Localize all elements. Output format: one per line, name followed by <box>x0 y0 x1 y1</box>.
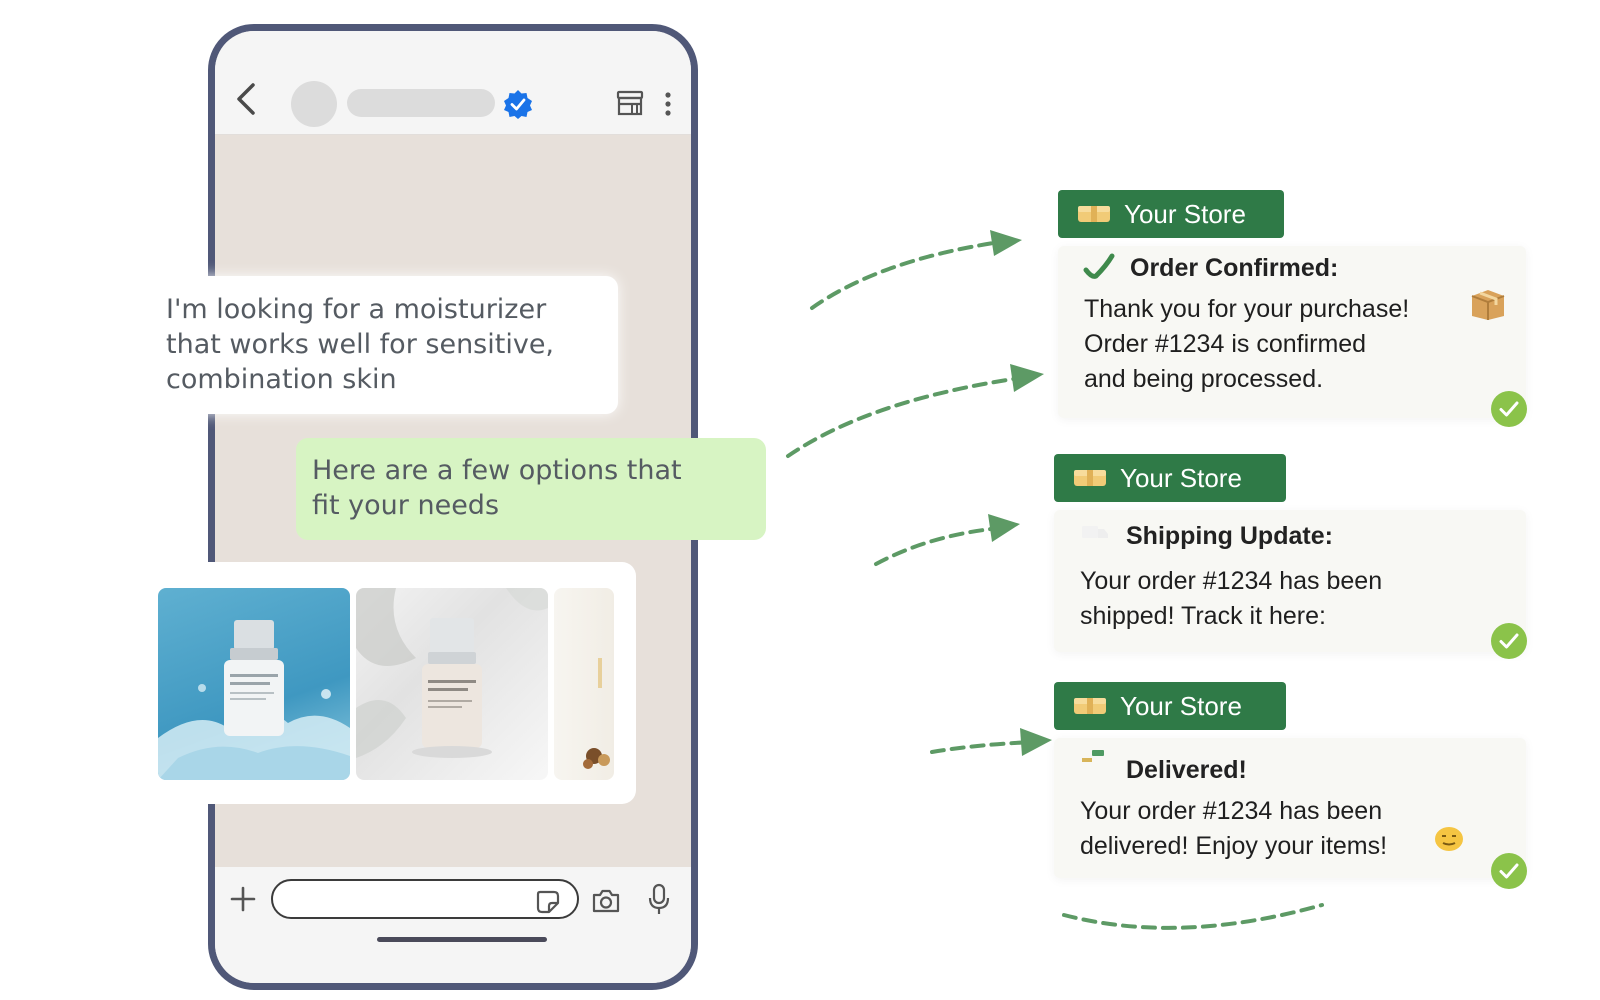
chat-header <box>215 31 691 135</box>
store-box-icon <box>1074 470 1106 486</box>
notification-shipping-update: Shipping Update: Your order #1234 has be… <box>1054 510 1526 652</box>
store-tag-shipping-update: Your Store <box>1054 454 1286 502</box>
product-image-partial[interactable] <box>554 588 614 780</box>
notification-body: Your order #1234 has been shipped! Track… <box>1080 564 1382 634</box>
microphone-icon[interactable] <box>647 883 671 917</box>
store-box-icon <box>1074 698 1106 714</box>
arrowhead-3 <box>988 514 1020 542</box>
arrow-to-order-confirmed <box>810 240 1002 310</box>
chat-input-bar <box>215 867 691 983</box>
plus-icon[interactable] <box>229 885 257 913</box>
package-icon <box>1471 290 1505 320</box>
shop-icon[interactable] <box>615 89 645 117</box>
home-indicator <box>377 937 547 942</box>
delivered-check-icon <box>1491 623 1527 659</box>
product-image-serum-white[interactable] <box>356 588 548 780</box>
notification-body-line: delivered! Enjoy your items! <box>1080 832 1388 860</box>
notification-body: Your order #1234 has been delivered! Enj… <box>1080 794 1387 864</box>
store-tag-label: Your Store <box>1120 690 1242 721</box>
arrowhead-4 <box>1020 728 1052 756</box>
notification-body-line: Order #1234 is confirmed <box>1084 330 1367 358</box>
camera-icon[interactable] <box>591 887 621 915</box>
verified-badge-icon <box>504 90 532 119</box>
message-text-line: that works well for sensitive, <box>166 329 555 360</box>
notification-body-line: Your order #1234 has been <box>1080 797 1383 825</box>
notification-order-confirmed: Order Confirmed: Thank you for your purc… <box>1058 246 1526 418</box>
notification-body: Thank you for your purchase! Order #1234… <box>1084 292 1409 397</box>
delivered-check-icon <box>1491 853 1527 889</box>
store-tag-label: Your Store <box>1124 198 1246 229</box>
store-tag-order-confirmed: Your Store <box>1058 190 1284 238</box>
notification-body-line: Thank you for your purchase! <box>1084 295 1410 323</box>
contact-name-placeholder[interactable] <box>347 89 495 117</box>
contact-avatar[interactable] <box>291 81 337 127</box>
arrow-to-shipping-update <box>874 526 1002 566</box>
smile-emoji-icon <box>1435 827 1463 851</box>
trailing-dashes <box>1062 903 1324 930</box>
party-icon <box>1082 750 1104 762</box>
notification-title: Shipping Update: <box>1126 522 1333 550</box>
arrowhead-1 <box>990 230 1022 256</box>
incoming-message-bubble: I'm looking for a moisturizer that works… <box>152 276 618 414</box>
message-text-line: fit your needs <box>312 490 500 521</box>
truck-icon <box>1082 526 1108 538</box>
notification-title: Order Confirmed: <box>1130 254 1339 282</box>
product-image-serum-blue[interactable] <box>158 588 350 780</box>
more-options-icon[interactable] <box>663 91 673 117</box>
arrowhead-2 <box>1010 364 1044 392</box>
message-text-line: combination skin <box>166 364 397 395</box>
notification-body-line: shipped! Track it here: <box>1080 602 1326 630</box>
arrow-to-delivered <box>930 740 1038 754</box>
notification-delivered: Delivered! Your order #1234 has been del… <box>1054 738 1526 878</box>
product-carousel <box>142 562 636 804</box>
delivered-check-icon <box>1491 391 1527 427</box>
sticker-icon[interactable] <box>535 889 561 915</box>
message-text-line: I'm looking for a moisturizer <box>166 294 547 325</box>
check-mark-icon <box>1083 253 1115 279</box>
message-text-line: Here are a few options that <box>312 455 682 486</box>
message-input[interactable] <box>271 879 579 919</box>
store-tag-delivered: Your Store <box>1054 682 1286 730</box>
arrow-to-order-details <box>786 376 1022 458</box>
outgoing-message-bubble: Here are a few options that fit your nee… <box>296 438 766 540</box>
store-tag-label: Your Store <box>1120 462 1242 493</box>
notification-body-line: and being processed. <box>1084 365 1324 393</box>
back-arrow-icon[interactable] <box>233 81 259 117</box>
notification-body-line: Your order #1234 has been <box>1080 567 1383 595</box>
store-box-icon <box>1078 206 1110 222</box>
notification-title: Delivered! <box>1126 756 1247 784</box>
